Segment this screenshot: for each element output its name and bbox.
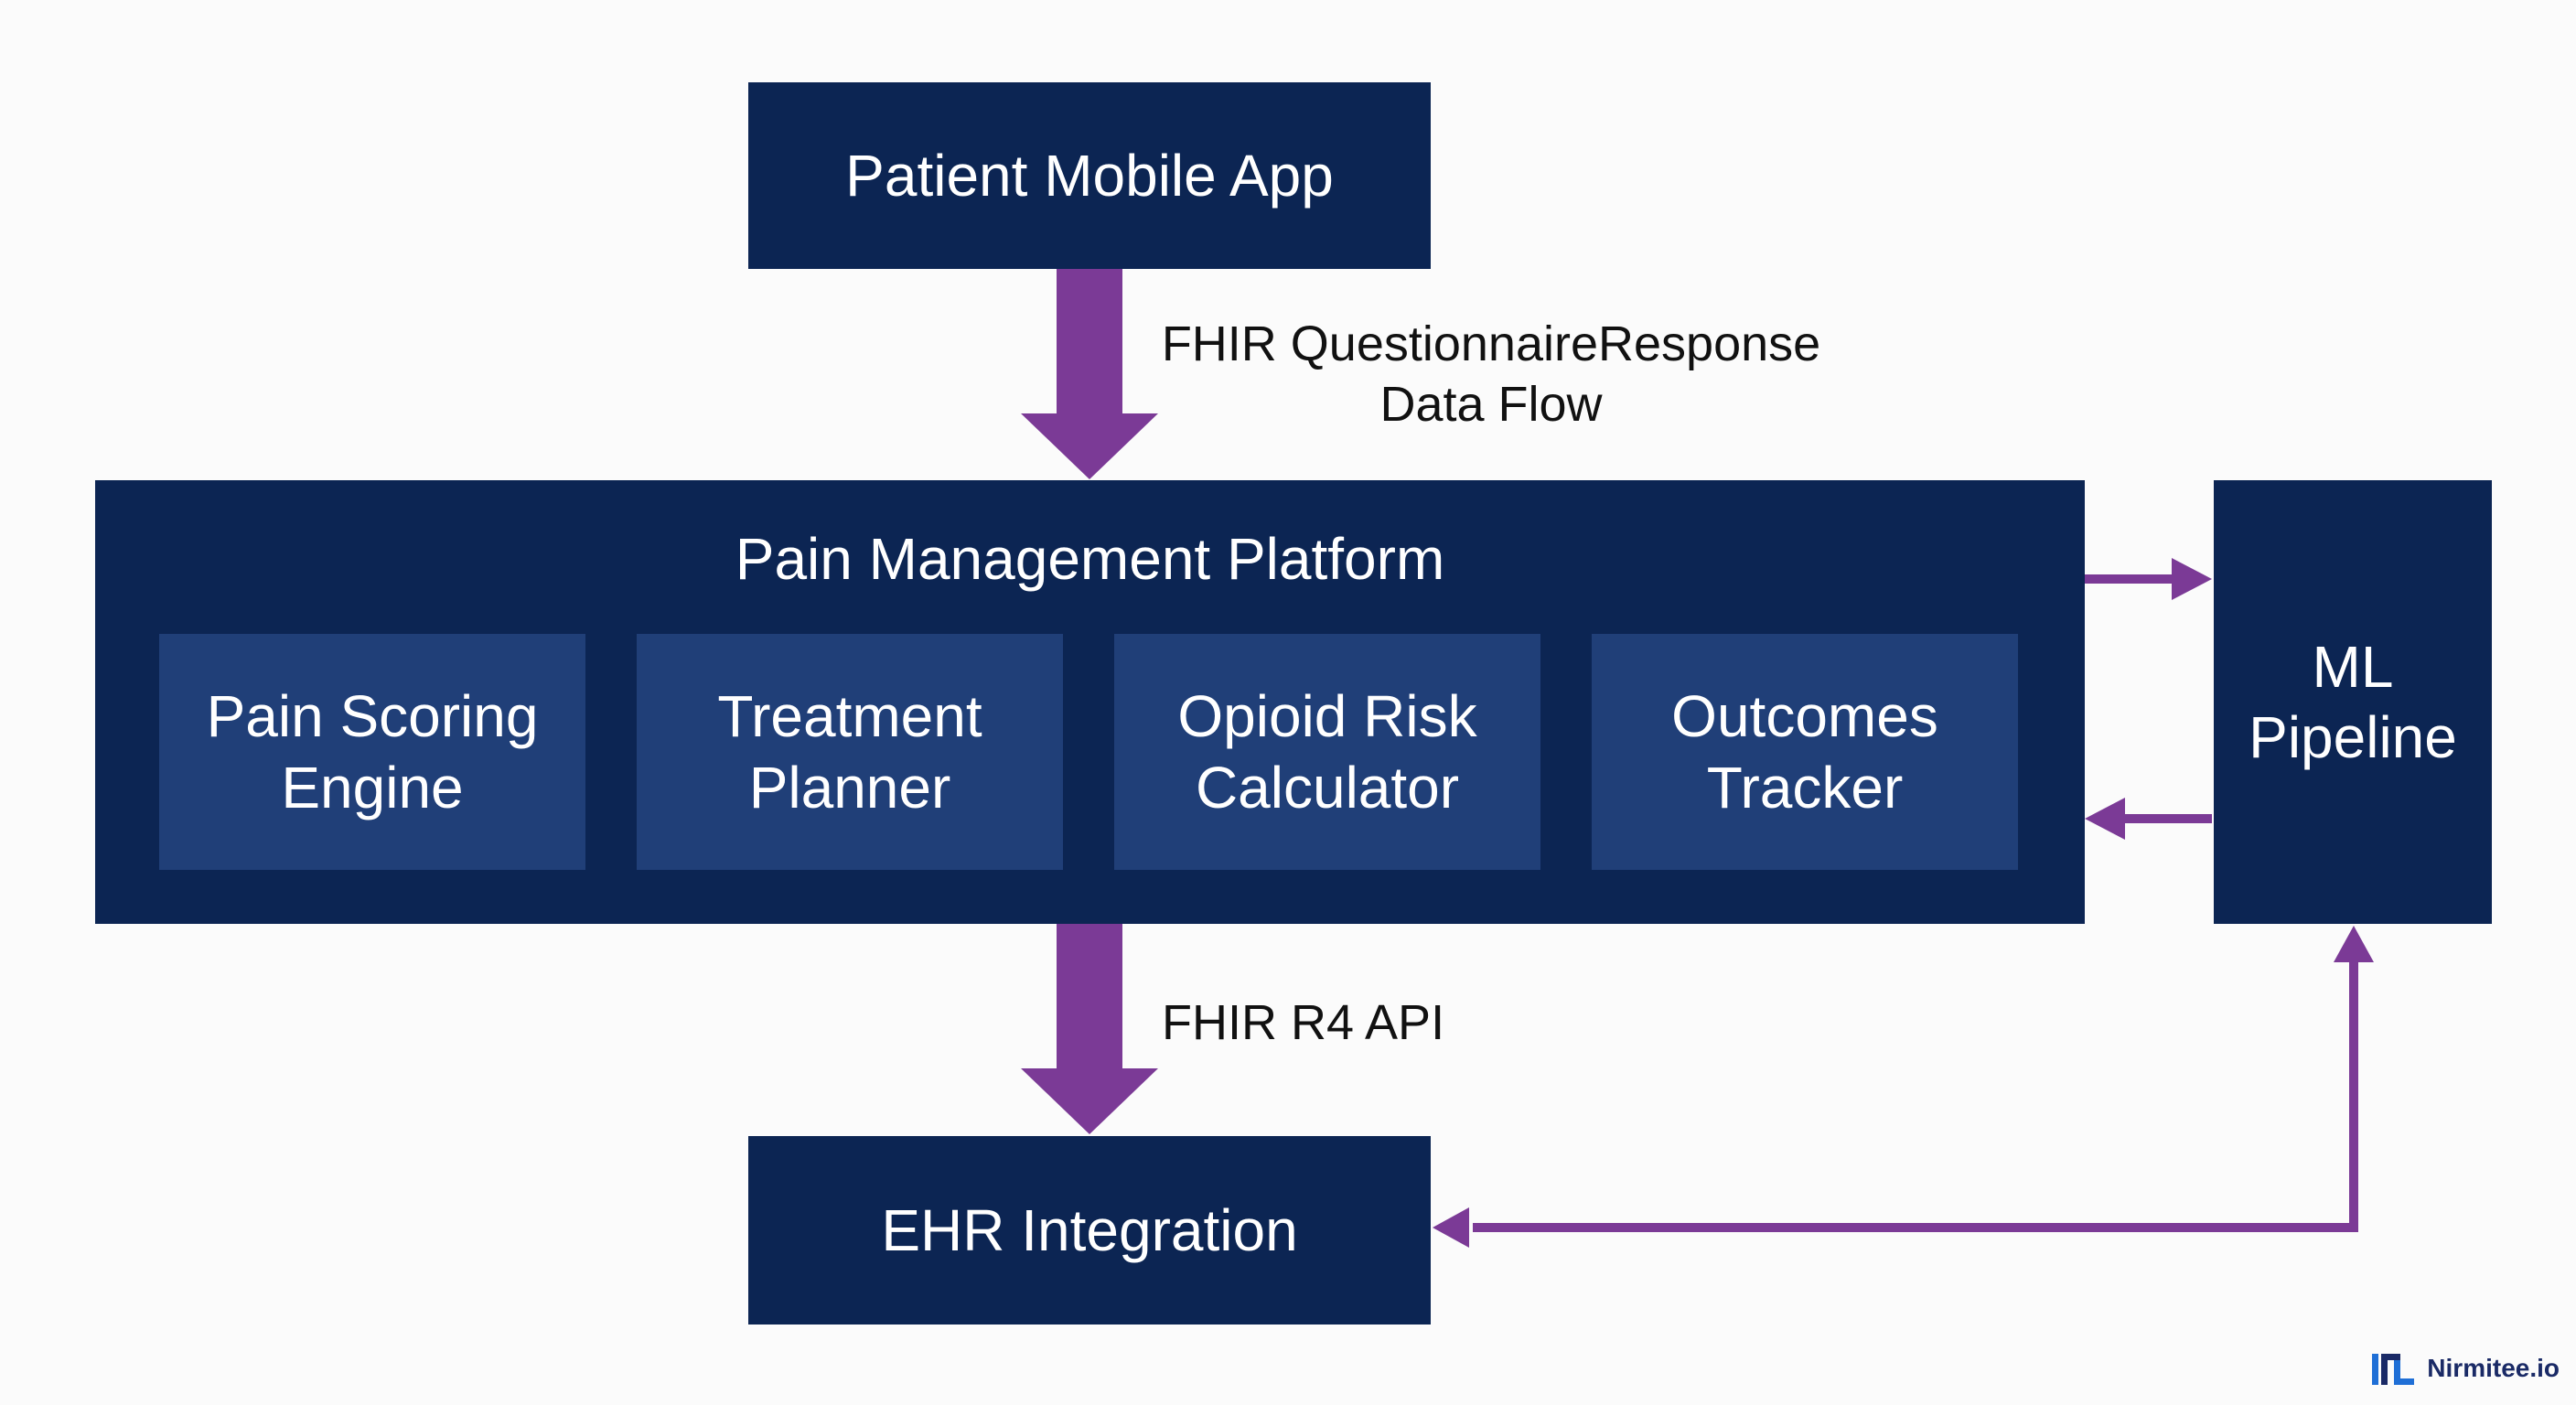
- ml-pipeline-line-1: ML: [2312, 633, 2394, 700]
- arrow-platform-to-ml: [2085, 558, 2212, 600]
- module-treatment-planner: Treatment Planner: [637, 634, 1063, 870]
- patient-mobile-app-label: Patient Mobile App: [845, 142, 1334, 209]
- module-pain-scoring-line-1: Pain Scoring: [206, 682, 539, 749]
- arrow-platform-to-ehr: [1021, 924, 1158, 1134]
- module-treatment-planner-line-1: Treatment: [717, 682, 982, 749]
- ehr-integration-box: EHR Integration: [748, 1136, 1431, 1325]
- patient-mobile-app-box: Patient Mobile App: [748, 82, 1431, 269]
- arrow-ehr-ml-loop: [1433, 926, 2374, 1248]
- ehr-integration-label: EHR Integration: [881, 1196, 1298, 1263]
- nirmitee-logo-icon: [2372, 1354, 2415, 1385]
- module-opioid-risk-line-2: Calculator: [1195, 755, 1460, 820]
- flow-label-bottom: FHIR R4 API: [1162, 995, 1445, 1050]
- module-outcomes-tracker-line-1: Outcomes: [1671, 682, 1938, 749]
- pain-management-platform-box: Pain Management Platform Pain Scoring En…: [95, 480, 2085, 924]
- module-outcomes-tracker-line-2: Tracker: [1706, 755, 1904, 820]
- flow-label-top-line-1: FHIR QuestionnaireResponse: [1161, 316, 1821, 371]
- module-pain-scoring-line-2: Engine: [281, 755, 464, 820]
- brand-watermark: Nirmitee.io: [2372, 1352, 2560, 1385]
- arrow-ml-to-platform: [2085, 798, 2212, 840]
- module-opioid-risk-calculator: Opioid Risk Calculator: [1114, 634, 1540, 870]
- module-treatment-planner-line-2: Planner: [748, 755, 951, 820]
- module-outcomes-tracker: Outcomes Tracker: [1592, 634, 2018, 870]
- ml-pipeline-line-2: Pipeline: [2249, 703, 2457, 770]
- arrow-app-to-platform: [1021, 269, 1158, 479]
- module-pain-scoring-engine: Pain Scoring Engine: [159, 634, 585, 870]
- brand-name: Nirmitee.io: [2427, 1354, 2560, 1382]
- module-opioid-risk-line-1: Opioid Risk: [1177, 682, 1477, 749]
- flow-label-top-line-2: Data Flow: [1379, 376, 1603, 432]
- ml-pipeline-box: ML Pipeline: [2214, 480, 2492, 924]
- flow-label-top: FHIR QuestionnaireResponse Data Flow: [1134, 315, 1848, 435]
- platform-title: Pain Management Platform: [735, 526, 1445, 592]
